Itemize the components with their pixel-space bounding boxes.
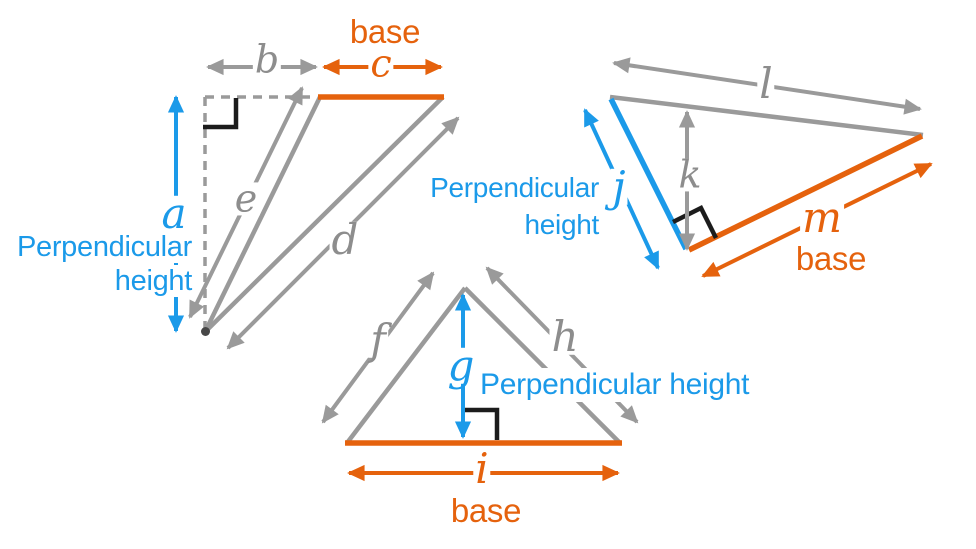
side-right-acute — [463, 286, 622, 445]
label-c: c — [368, 41, 394, 86]
label-l: l — [757, 58, 775, 108]
right-angle-mark-acute — [465, 407, 500, 440]
label-g: g — [445, 340, 477, 390]
side-left-obtuse — [202, 96, 323, 333]
right-triangle — [583, 57, 933, 278]
label-f: f — [368, 314, 388, 364]
label-i: i — [473, 443, 491, 493]
perpendicular-height-label-obtuse: Perpendicular height — [0, 230, 193, 298]
base-word-right: base — [795, 240, 867, 277]
perp-line1-right: Perpendicular — [429, 172, 600, 203]
perp-line1-obtuse: Perpendicular — [15, 231, 193, 263]
base-word-acute: base — [450, 492, 522, 529]
label-j: j — [610, 161, 628, 211]
perp-line2-right: height — [523, 209, 600, 240]
base-word-obtuse: base — [349, 13, 421, 50]
label-k: k — [676, 152, 704, 197]
perpendicular-height-label-right: Perpendicular height — [410, 169, 600, 243]
label-b: b — [252, 37, 282, 82]
apex-dot — [201, 327, 210, 336]
perp-line2-obtuse: height — [113, 265, 193, 297]
label-e: e — [232, 176, 260, 221]
label-h: h — [549, 311, 581, 361]
perpendicular-height-label-acute: Perpendicular height — [478, 368, 752, 402]
label-d: d — [329, 214, 361, 264]
label-m: m — [800, 192, 844, 242]
label-a: a — [159, 188, 189, 238]
right-angle-mark-obtuse — [203, 98, 239, 130]
